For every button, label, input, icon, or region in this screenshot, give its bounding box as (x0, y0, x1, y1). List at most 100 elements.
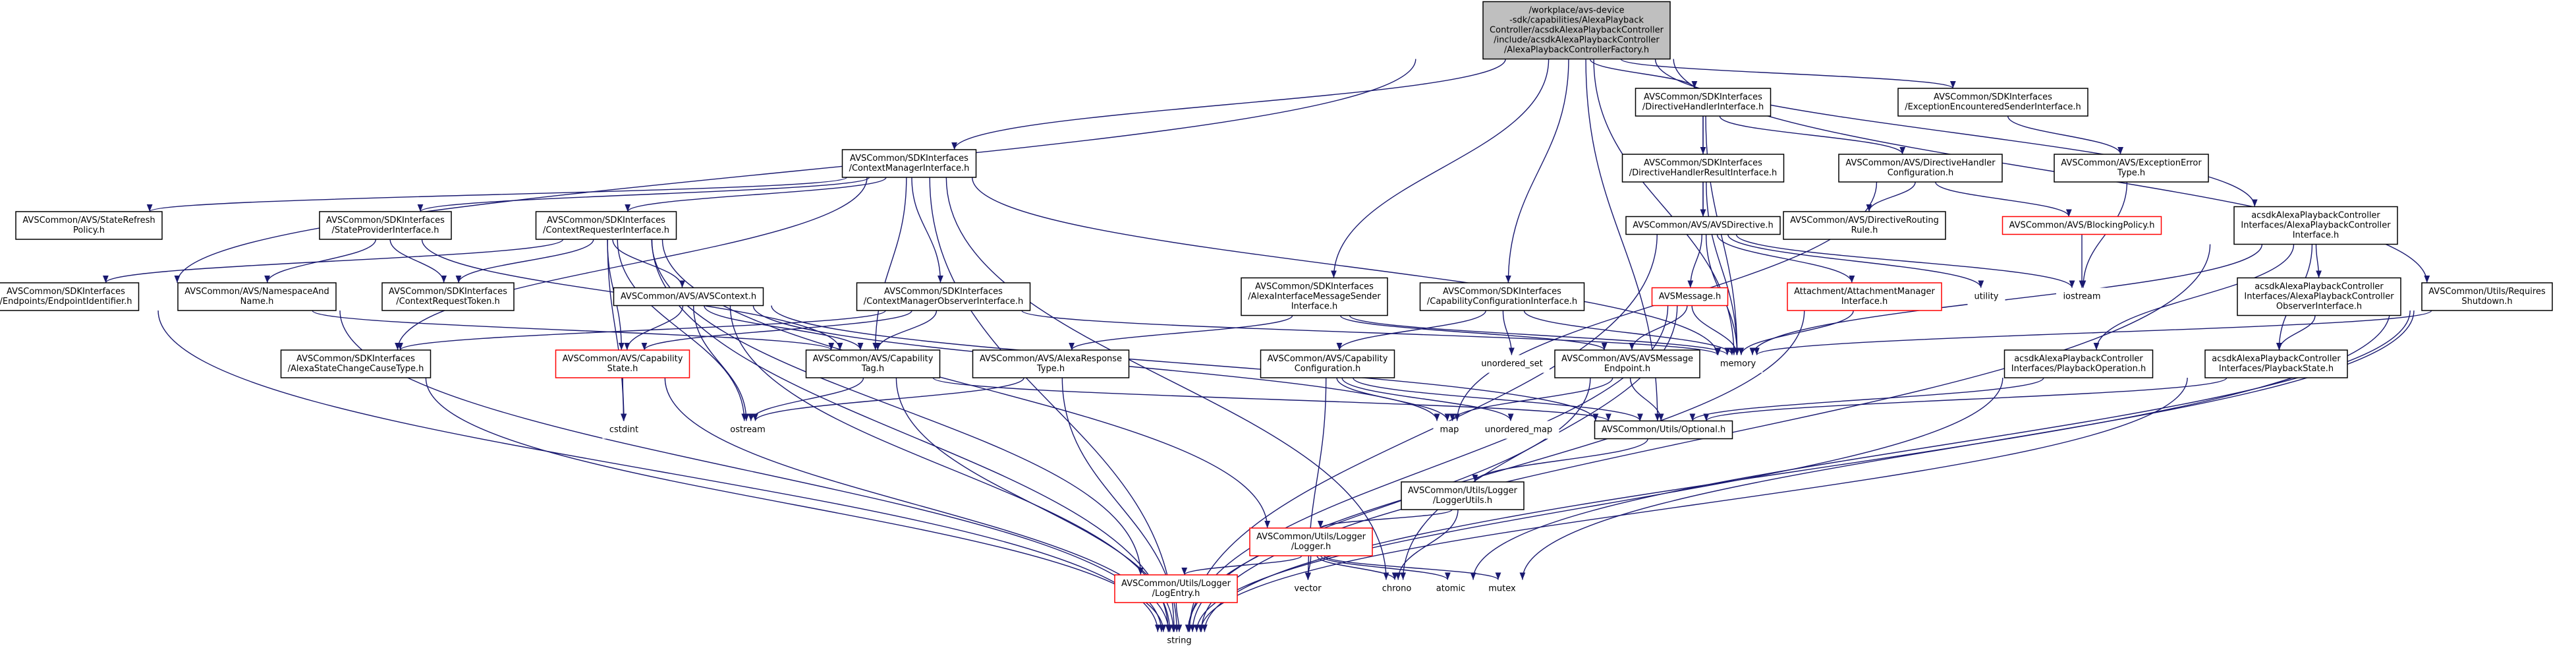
node-label-line: AVSCommon/AVS/Capability (1268, 354, 1388, 364)
node-logentry[interactable]: AVSCommon/Utils/Logger/LogEntry.h (1114, 574, 1238, 603)
edge (1317, 509, 1453, 529)
edge-nsname-to-captag (312, 310, 834, 351)
node-label-line: /ContextRequestToken.h (396, 297, 499, 307)
edge-avsmsgendpoint-to-map (1449, 377, 1613, 421)
node-label-line: acsdkAlexaPlaybackController (2251, 211, 2380, 221)
edge (157, 310, 1161, 632)
node-label-line: /AlexaStateChangeCauseType.h (288, 364, 424, 374)
node-avsmessage[interactable]: AVSMessage.h (1651, 287, 1729, 307)
edge-ctxreq-to-ctxreqtoken (455, 239, 594, 283)
edge (651, 239, 1171, 632)
edge (103, 239, 564, 283)
node-apcobs[interactable]: acsdkAlexaPlaybackControllerInterfaces/A… (2237, 277, 2401, 316)
node-dirresult[interactable]: AVSCommon/SDKInterfaces/DirectiveHandler… (1621, 154, 1785, 183)
edge (1330, 59, 1550, 278)
edge-exenc-to-excerr (2007, 115, 2124, 155)
node-label-line: atomic (1436, 584, 1465, 594)
node-loggerutils[interactable]: AVSCommon/Utils/Logger/LoggerUtils.h (1401, 481, 1525, 510)
node-avsdirective[interactable]: AVSCommon/AVS/AVSDirective.h (1625, 216, 1781, 235)
edge (1703, 377, 2227, 422)
edge-avsdirective-to-avsmessage (1687, 234, 1702, 288)
node-box (280, 349, 432, 378)
node-box (602, 421, 646, 439)
node-box (381, 282, 515, 311)
edge (425, 377, 1167, 632)
node-logger[interactable]: AVSCommon/Utils/Logger/Logger.h (1249, 527, 1373, 556)
node-ctxreqtoken[interactable]: AVSCommon/SDKInterfaces/ContextRequestTo… (381, 282, 515, 311)
node-apcif[interactable]: acsdkAlexaPlaybackControllerInterfaces/A… (2233, 206, 2398, 245)
edge-ctxmgr-to-chrono (945, 177, 1389, 580)
edge (1069, 315, 1293, 351)
node-label-line: /Logger.h (1291, 542, 1331, 552)
node-box (1594, 420, 1733, 440)
edge-apcif-to-memory (1749, 244, 2263, 355)
edge (1021, 310, 1721, 356)
node-dirhandler[interactable]: AVSCommon/SDKInterfaces/DirectiveHandler… (1635, 88, 1772, 117)
edge (1935, 181, 2072, 217)
node-blocking[interactable]: AVSCommon/AVS/BlockingPolicy.h (2002, 216, 2162, 235)
node-label-line: Attachment/AttachmentManager (1794, 287, 1935, 297)
node-playbackstate[interactable]: acsdkAlexaPlaybackControllerInterfaces/P… (2204, 349, 2348, 378)
node-label-line: Type.h (2117, 168, 2145, 178)
node-dirconfig[interactable]: AVSCommon/AVS/DirectiveHandlerConfigurat… (1838, 154, 2003, 183)
edge (625, 177, 887, 212)
node-playbackop[interactable]: acsdkAlexaPlaybackControllerInterfaces/P… (2003, 349, 2154, 378)
edge-attachmgr-to-memory (1738, 310, 1854, 355)
edge (2315, 244, 2322, 278)
node-endpointid[interactable]: AVSCommon/SDKInterfaces/Endpoints/Endpoi… (0, 282, 140, 311)
edges-layer (103, 58, 2432, 632)
node-capconfig[interactable]: AVSCommon/AVS/CapabilityConfiguration.h (1260, 349, 1395, 378)
node-capconfigif[interactable]: AVSCommon/SDKInterfaces/CapabilityConfig… (1419, 282, 1585, 311)
edge (932, 377, 1611, 422)
node-root[interactable]: /workplace/avs-device-sdk/capabilities/A… (1482, 1, 1671, 60)
node-label-line: AVSCommon/AVS/DirectiveHandler (1845, 158, 1996, 168)
node-label-line: Configuration.h (1295, 364, 1361, 374)
edge (752, 377, 1024, 421)
node-iostream: iostream (2056, 287, 2108, 306)
edge-ctxmgrobs-to-captag (874, 310, 938, 351)
node-avscontext[interactable]: AVSCommon/AVS/AVSContext.h (613, 287, 764, 307)
edge (1339, 314, 1608, 351)
edge-avsdirective-to-iostream (1735, 234, 2075, 288)
node-exenc[interactable]: AVSCommon/SDKInterfaces/ExceptionEncount… (1897, 88, 2088, 117)
edge (1505, 59, 1569, 283)
node-ctxreq[interactable]: AVSCommon/SDKInterfaces/ContextRequester… (535, 211, 677, 240)
edge-avsmessage-to-memory (1691, 305, 1740, 355)
node-label-line: /DirectiveHandlerInterface.h (1642, 102, 1764, 112)
edge-avscontext-to-captag (704, 305, 864, 351)
node-optional[interactable]: AVSCommon/Utils/Optional.h (1594, 420, 1733, 440)
node-box (2204, 349, 2348, 378)
edge-capstate-to-string (664, 377, 1172, 632)
edge-ctxreq-to-cstdint (607, 239, 627, 421)
node-stateprov[interactable]: AVSCommon/SDKInterfaces/StateProviderInt… (319, 211, 452, 240)
node-box (2002, 216, 2162, 235)
node-unordered_map: unordered_map (1478, 421, 1559, 439)
node-box (723, 421, 772, 439)
node-ctxmgr[interactable]: AVSCommon/SDKInterfaces/ContextManagerIn… (841, 149, 977, 178)
node-alexamsgsender[interactable]: AVSCommon/SDKInterfaces/AlexaInterfaceMe… (1241, 277, 1388, 316)
edge (641, 310, 912, 351)
node-ostream: ostream (723, 421, 772, 439)
edge (1470, 310, 2411, 580)
edge-ctxreq-to-avscontext (612, 239, 685, 288)
edge (624, 305, 684, 351)
node-label-line: Interfaces/AlexaPlaybackController (2244, 292, 2394, 302)
edge-reqshutdown-to-atomic (1470, 310, 2411, 580)
node-label-line: AVSCommon/SDKInterfaces (1443, 287, 1561, 297)
edge (874, 310, 938, 351)
node-ctxmgrobs[interactable]: AVSCommon/SDKInterfaces/ContextManagerOb… (856, 282, 1031, 311)
node-statechange[interactable]: AVSCommon/SDKInterfaces/AlexaStateChange… (280, 349, 432, 378)
edge-stateprov-to-ctxreqtoken (389, 239, 447, 283)
node-label-line: AVSCommon/SDKInterfaces (7, 287, 125, 297)
node-label-line: Controller/acsdkAlexaPlaybackController (1490, 26, 1664, 36)
